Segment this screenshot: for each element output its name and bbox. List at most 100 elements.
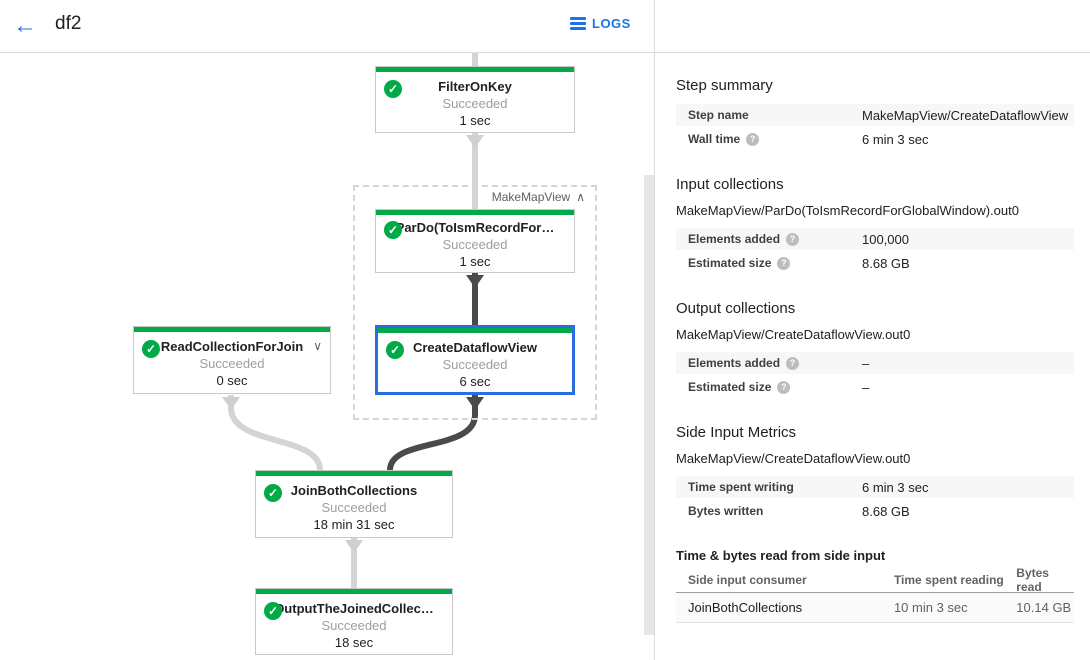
kv-label: Elements added [688,232,781,246]
graph-edges [222,53,484,588]
kv-label: Elements added [688,356,781,370]
node-status: Succeeded [321,618,387,633]
kv-label: Estimated size [688,380,772,394]
node-status-bar [378,328,572,333]
node-title: ParDo(ToIsmRecordFor… [395,220,555,235]
check-circle-icon: ✓ [264,602,282,620]
kv-value: – [862,379,870,395]
node-status-bar [256,471,452,476]
logs-button-label: LOGS [592,16,631,31]
group-label: MakeMapView [491,190,571,204]
graph-scrollbar[interactable] [644,175,654,635]
graph-node-filteronkey[interactable]: ✓ FilterOnKey Succeeded 1 sec [375,66,575,133]
kv-label: Estimated size [688,256,772,270]
check-circle-icon: ✓ [384,80,402,98]
section-heading-side-input-metrics: Side Input Metrics [676,424,797,441]
section-heading-output-collections: Output collections [676,300,796,317]
help-icon[interactable]: ? [786,232,800,246]
node-status: Succeeded [442,237,508,252]
kv-row-elements-added: Elements added ? 100,000 [676,228,1074,250]
node-status-bar [134,327,330,332]
graph-node-joinbothcollections[interactable]: ✓ JoinBothCollections Succeeded 18 min 3… [255,470,453,538]
kv-row-wall-time: Wall time ? 6 min 3 sec [676,128,1074,150]
node-time: 18 sec [334,635,374,650]
chevron-up-icon: ∧ [576,190,585,204]
node-time: 18 min 31 sec [313,517,395,532]
check-circle-icon: ✓ [142,340,160,358]
kv-row-estimated-size: Estimated size ? 8.68 GB [676,252,1074,274]
node-status-bar [376,210,574,215]
node-title: OutputTheJoinedCollec… [274,601,434,616]
check-circle-icon: ✓ [384,221,402,239]
side-input-collection-name: MakeMapView/CreateDataflowView.out0 [676,451,911,466]
node-title: FilterOnKey [438,79,512,94]
kv-value: 6 min 3 sec [862,131,929,147]
table-header-row: Side input consumer Time spent reading B… [676,565,1074,594]
side-input-read-table-heading: Time & bytes read from side input [676,548,886,563]
kv-label: Wall time [688,132,741,146]
help-icon[interactable]: ? [746,132,760,146]
kv-row-bytes-written: Bytes written 8.68 GB [676,500,1074,522]
panel-divider [654,0,655,660]
step-details-panel: ✕ Step Step summary Step name MakeMapVie… [655,0,1090,660]
column-header-bytes: Bytes read [1016,565,1049,594]
top-bar: ← df2 LOGS [0,0,1090,53]
kv-value: – [862,355,870,371]
node-time: 1 sec [459,113,491,128]
section-heading-input-collections: Input collections [676,176,784,193]
node-time: 0 sec [216,373,248,388]
node-status: Succeeded [442,357,508,372]
help-icon[interactable]: ? [786,356,800,370]
kv-value: 8.68 GB [862,503,910,519]
cell-time: 10 min 3 sec [893,600,968,615]
section-heading-step-summary: Step summary [676,77,773,94]
kv-row-estimated-size: Estimated size ? – [676,376,1074,398]
kv-value: 6 min 3 sec [862,479,929,495]
kv-row-step-name: Step name MakeMapView/CreateDataflowView [676,104,1074,126]
node-time: 1 sec [459,254,491,269]
graph-node-outputthejoinedcollection[interactable]: ✓ OutputTheJoinedCollec… Succeeded 18 se… [255,588,453,655]
table-row: JoinBothCollections 10 min 3 sec 10.14 G… [676,593,1074,623]
node-status: Succeeded [199,356,265,371]
composite-group-makemapview: MakeMapView ∧ [353,185,597,420]
input-collections-table: Elements added ? 100,000 Estimated size … [676,228,1074,274]
side-input-metrics-table: Time spent writing 6 min 3 sec Bytes wri… [676,476,1074,522]
kv-value: MakeMapView/CreateDataflowView [862,107,1069,123]
kv-value: 8.68 GB [862,255,910,271]
node-title: JoinBothCollections [290,483,418,498]
kv-row-elements-added: Elements added ? – [676,352,1074,374]
node-status-bar [256,589,452,594]
node-title: ReadCollectionForJoin [160,339,304,354]
kv-label: Bytes written [688,504,764,518]
input-collection-name: MakeMapView/ParDo(ToIsmRecordForGlobalWi… [676,203,1019,218]
help-icon[interactable]: ? [777,380,791,394]
kv-value: 100,000 [862,231,909,247]
check-circle-icon: ✓ [264,484,282,502]
column-header-time: Time spent reading [893,572,1004,587]
logs-button[interactable]: LOGS [570,16,631,31]
node-time: 6 sec [459,374,491,389]
group-collapse-control[interactable]: MakeMapView ∧ [492,190,585,204]
back-arrow-icon[interactable]: ← [13,12,37,39]
job-graph-canvas[interactable]: MakeMapView ∧ ✓ FilterOnKey Succeeded 1 s… [0,53,654,660]
node-status: Succeeded [321,500,387,515]
help-icon[interactable]: ? [777,256,791,270]
graph-node-pardo-toismrecord[interactable]: ✓ ParDo(ToIsmRecordFor… Succeeded 1 sec [375,209,575,273]
node-status-bar [376,67,574,72]
graph-node-readcollectionforjoin[interactable]: ✓ ∨ ReadCollectionForJoin Succeeded 0 se… [133,326,331,394]
kv-row-time-spent-writing: Time spent writing 6 min 3 sec [676,476,1074,498]
job-title: df2 [55,13,82,34]
kv-label: Time spent writing [688,480,794,494]
node-title: CreateDataflowView [412,340,538,355]
kv-label: Step name [688,108,749,122]
node-status: Succeeded [442,96,508,111]
chevron-down-icon[interactable]: ∨ [313,339,322,353]
graph-node-createdataflowview[interactable]: ✓ CreateDataflowView Succeeded 6 sec [375,325,575,395]
cell-bytes: 10.14 GB [1016,600,1072,615]
side-input-read-table: Side input consumer Time spent reading B… [676,565,1074,623]
step-summary-table: Step name MakeMapView/CreateDataflowView… [676,104,1074,150]
check-circle-icon: ✓ [386,341,404,359]
output-collections-table: Elements added ? – Estimated size ? – [676,352,1074,398]
column-header-consumer: Side input consumer [688,572,807,587]
cell-consumer: JoinBothCollections [688,600,803,615]
